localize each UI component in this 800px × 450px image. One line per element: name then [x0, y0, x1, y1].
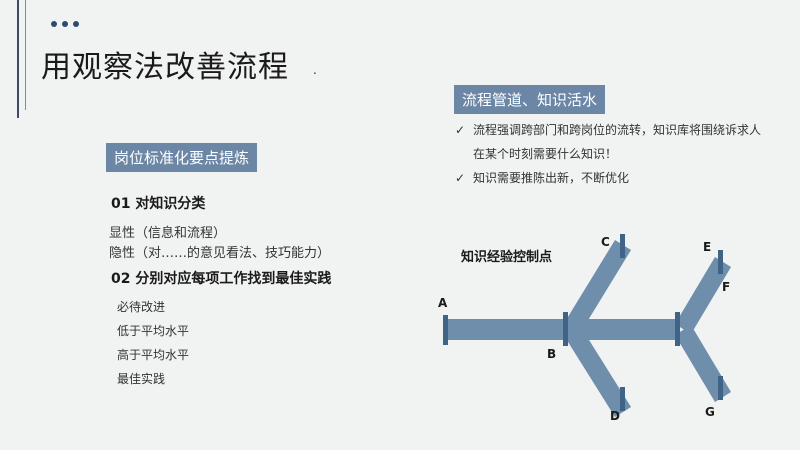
bullet-text-cont: 在某个时刻需要什么知识！	[473, 147, 618, 161]
slide-title: 用观察法改善流程	[41, 50, 289, 85]
point-label-a: A	[438, 296, 448, 310]
section2-heading: 02 分别对应每项工作找到最佳实践	[111, 271, 332, 287]
point-label-e: E	[703, 240, 711, 254]
section1-heading: 01 对知识分类	[111, 196, 206, 212]
practice-level: 高于平均水平	[117, 348, 190, 362]
title-dots	[51, 21, 79, 27]
point-label-f: F	[722, 280, 730, 294]
bullet-item: ✓ 流程强调跨部门和跨岗位的流转，知识库将围绕诉求人 在某个时刻需要什么知识！	[455, 118, 785, 166]
dot-icon	[51, 21, 57, 27]
point-label-c: C	[601, 235, 610, 249]
marker-c	[620, 234, 625, 258]
marker-main-end	[675, 312, 680, 346]
point-label-g: G	[705, 405, 715, 419]
left-accent-line	[17, 0, 19, 118]
check-icon: ✓	[455, 171, 466, 185]
title-mark: .	[313, 63, 317, 77]
pipe-branch-g	[675, 325, 731, 402]
point-label-d: D	[610, 409, 620, 423]
bullet-item: ✓ 知识需要推陈出新，不断优化	[455, 166, 785, 190]
pipe-branch-e	[675, 257, 731, 334]
explicit-knowledge: 显性（信息和流程）	[109, 226, 227, 241]
point-label-b: B	[547, 347, 556, 361]
bullet-text: 知识需要推陈出新，不断优化	[473, 171, 630, 185]
flow-tag: 流程管道、知识活水	[454, 85, 606, 114]
standard-tag: 岗位标准化要点提炼	[106, 143, 258, 172]
marker-a	[443, 315, 448, 345]
bullet-text: 流程强调跨部门和跨岗位的流转，知识库将围绕诉求人	[473, 123, 762, 137]
left-accent-line-thin	[25, 0, 26, 110]
check-icon: ✓	[455, 123, 466, 137]
practice-levels: 必待改进 低于平均水平 高于平均水平 最佳实践	[117, 295, 189, 391]
marker-b	[563, 312, 568, 346]
practice-level: 必待改进	[117, 300, 166, 314]
marker-d	[620, 387, 625, 411]
pipe-branch-bc	[563, 240, 631, 335]
flow-bullets: ✓ 流程强调跨部门和跨岗位的流转，知识库将围绕诉求人 在某个时刻需要什么知识！ …	[455, 118, 785, 190]
marker-e	[718, 250, 723, 274]
dot-icon	[62, 21, 68, 27]
dot-icon	[73, 21, 79, 27]
marker-g	[718, 376, 723, 400]
diagram-label: 知识经验控制点	[461, 250, 553, 265]
tacit-knowledge: 隐性（对……的意见看法、技巧能力）	[109, 246, 331, 261]
practice-level: 最佳实践	[117, 372, 166, 386]
practice-level: 低于平均水平	[117, 324, 190, 338]
pipe-branch-bd	[563, 324, 631, 417]
